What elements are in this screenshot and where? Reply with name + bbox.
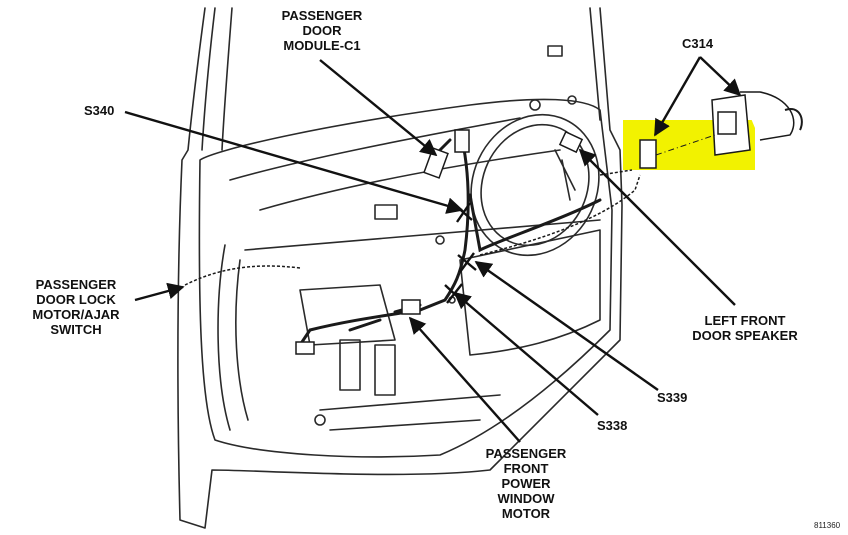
label-left-front-speaker: LEFT FRONT DOOR SPEAKER (692, 313, 798, 343)
leader-s340 (124, 110, 464, 214)
door-module-connector (423, 147, 449, 179)
leader-door-lock (134, 282, 185, 302)
label-s339: S339 (657, 390, 688, 405)
label-passenger-window-motor: PASSENGER FRONT POWER WINDOW MOTOR (485, 446, 567, 521)
leader-c314-b (699, 56, 742, 97)
leader-s339 (474, 261, 659, 391)
wire-harness (298, 128, 470, 347)
c314-mating-line (655, 134, 716, 156)
splice-s339-mark (457, 252, 477, 273)
splice-s338-mark (444, 283, 464, 304)
label-s340: S340 (84, 103, 115, 118)
label-s338: S338 (597, 418, 628, 433)
leader-window-motor (408, 316, 521, 443)
window-frame (201, 7, 601, 151)
leader-speaker (578, 148, 736, 306)
c314-door-side (639, 139, 657, 169)
leader-door-module (319, 59, 438, 157)
window-motor-connector (401, 299, 421, 315)
leader-c314-a (653, 56, 702, 137)
speaker-connector (558, 130, 584, 154)
leader-s338 (453, 291, 599, 416)
door-outer-shell (177, 7, 623, 529)
label-c314: C314 (682, 36, 714, 51)
speaker-opening (470, 113, 600, 257)
lock-motor-connector (295, 341, 315, 355)
label-passenger-door-module: PASSENGER DOOR MODULE-C1 (281, 8, 363, 53)
hidden-wire-route (184, 174, 641, 286)
label-passenger-door-lock: PASSENGER DOOR LOCK MOTOR/AJAR SWITCH (32, 277, 120, 337)
splice-s340-mark (454, 202, 473, 223)
figure-reference: 811360 (814, 521, 841, 530)
inner-door-panel (198, 98, 613, 458)
c314-body-connector (711, 91, 795, 156)
